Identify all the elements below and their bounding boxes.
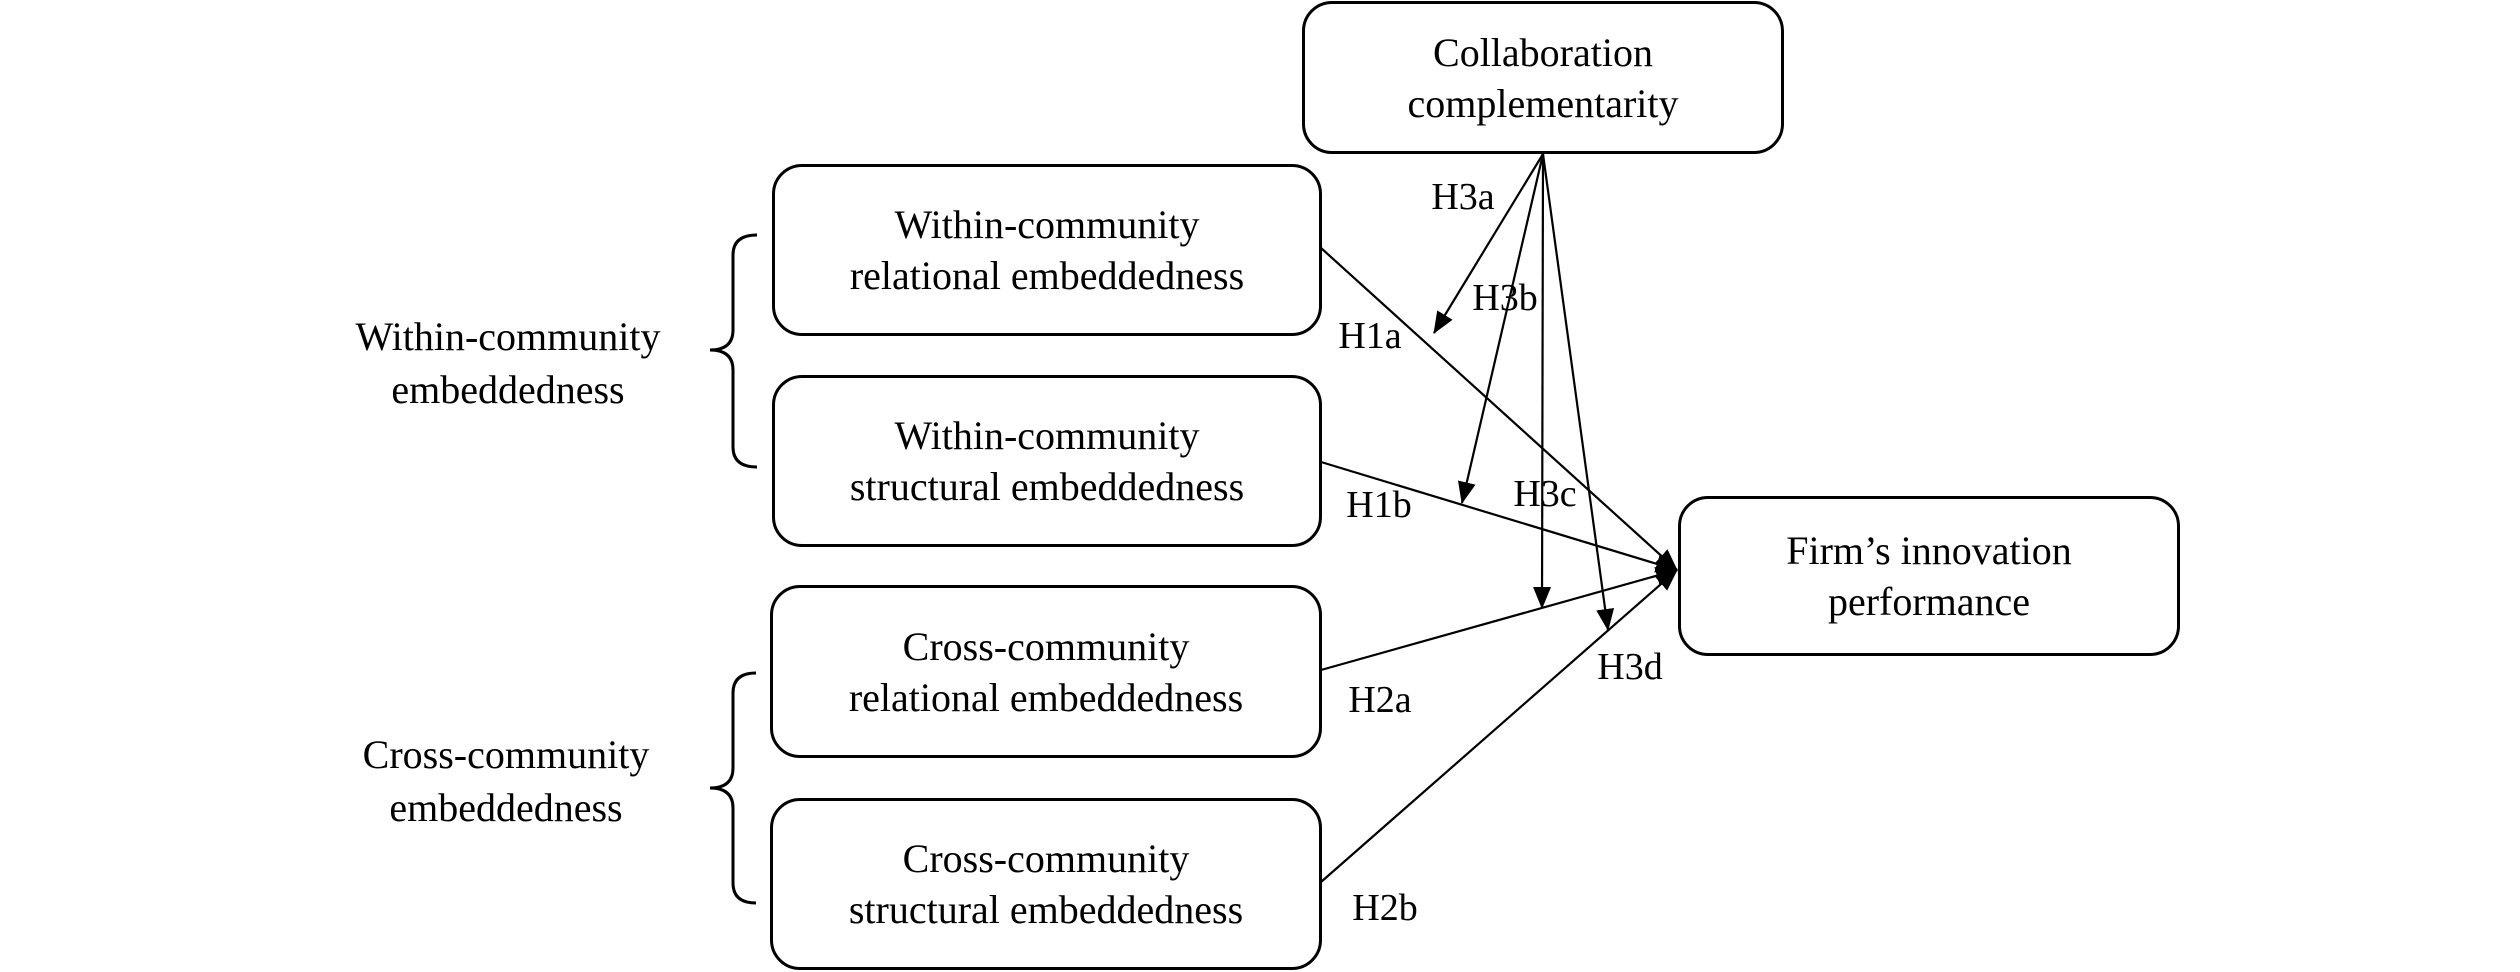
group-label-line1: Cross-community: [362, 732, 650, 777]
node-label-line1: Within-community: [894, 413, 1200, 458]
edge-h2a: [1320, 567, 1678, 672]
hypothesis-label-h1b: H1b: [1346, 484, 1412, 526]
node-within-community-structural-embeddedness: Within-community structural embeddedness: [772, 375, 1322, 547]
node-cross-community-relational-embeddedness: Cross-community relational embeddedness: [770, 585, 1322, 758]
edge-h1a: [1320, 247, 1678, 571]
node-label-line2: relational embeddedness: [849, 253, 1245, 298]
edge-h3a: [1433, 153, 1544, 334]
cross-group-brace: [709, 671, 757, 905]
edge-h3c: [1533, 153, 1552, 609]
node-label-line1: Firm’s innovation: [1786, 528, 2072, 573]
group-label-within-community: Within-community embeddedness: [308, 310, 708, 416]
node-label-line2: relational embeddedness: [848, 674, 1244, 720]
node-label-line2: structural embeddedness: [849, 464, 1245, 509]
node-label-line2: performance: [1827, 579, 2031, 624]
edge-h2b: [1320, 569, 1678, 883]
node-within-community-relational-embeddedness: Within-community relational embeddedness: [772, 164, 1322, 336]
hypothesis-label-h3b: H3b: [1472, 277, 1538, 319]
node-label-line1: Cross-community: [902, 623, 1190, 669]
node-cross-community-structural-embeddedness: Cross-community structural embeddedness: [770, 798, 1322, 970]
node-label-line1: Collaboration: [1433, 29, 1653, 75]
hypothesis-label-h3a: H3a: [1431, 176, 1495, 218]
group-label-line1: Within-community: [355, 314, 661, 359]
edge-h3d: [1541, 153, 1615, 631]
within-group-brace: [709, 233, 758, 469]
node-firm-innovation-performance: Firm’s innovation performance: [1678, 496, 2180, 656]
group-label-line2: embeddedness: [389, 785, 623, 830]
node-collaboration-complementarity: Collaboration complementarity: [1302, 1, 1784, 154]
hypothesis-label-h3d: H3d: [1597, 646, 1663, 688]
hypothesis-label-h2b: H2b: [1352, 887, 1418, 929]
node-label-line1: Cross-community: [902, 836, 1190, 881]
node-label-line1: Within-community: [894, 202, 1200, 247]
node-label-line2: structural embeddedness: [848, 887, 1244, 932]
hypothesis-label-h2a: H2a: [1348, 679, 1412, 721]
hypothesis-label-h3c: H3c: [1513, 473, 1577, 515]
group-label-cross-community: Cross-community embeddedness: [306, 728, 706, 834]
edge-h3b: [1457, 153, 1545, 504]
group-label-line2: embeddedness: [391, 367, 625, 412]
hypothesis-label-h1a: H1a: [1338, 315, 1402, 357]
node-label-line2: complementarity: [1407, 80, 1679, 126]
edge-h1b: [1320, 460, 1678, 573]
